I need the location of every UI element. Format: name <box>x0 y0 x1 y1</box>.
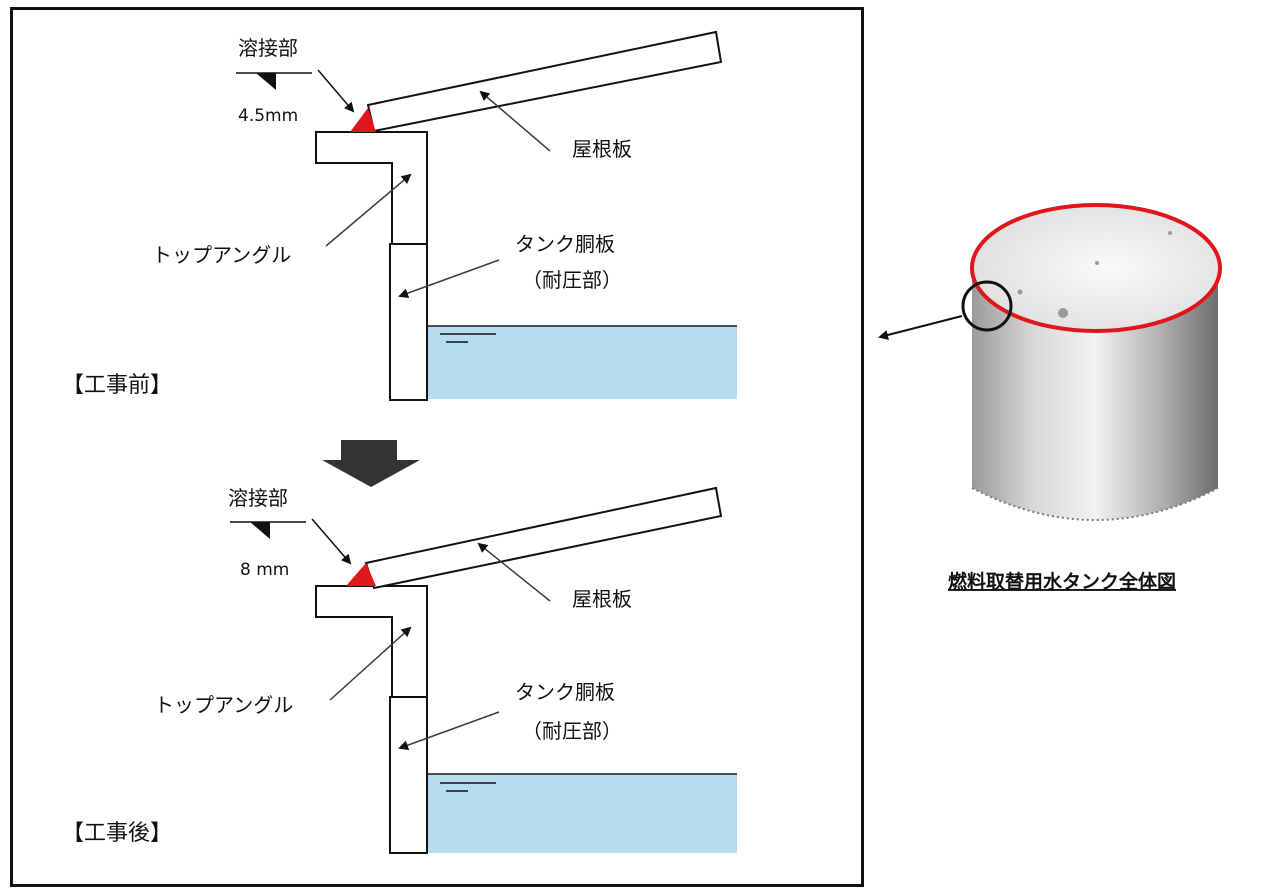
tank-roof-highlight <box>970 203 1222 333</box>
top-angle <box>315 131 428 245</box>
shell-arrow <box>398 711 500 750</box>
weld-size-label: 8 mm <box>240 560 289 580</box>
roof-nozzle <box>1095 261 1099 265</box>
roof-label: 屋根板 <box>572 137 632 161</box>
tank-roof <box>972 205 1220 331</box>
weld-label: 溶接部 <box>228 486 288 510</box>
weld-arrow <box>311 518 352 565</box>
shell-label: タンク胴板 <box>515 680 615 704</box>
before-diagram: 溶接部 4.5mm 屋根板 トップアングル タンク胴板 （耐圧部） 【工事前】 <box>62 30 737 401</box>
detail-location-circle <box>961 280 1013 332</box>
shell-sub-label: （耐圧部） <box>522 719 622 743</box>
roof-arrow <box>477 542 551 602</box>
water-fill <box>427 775 737 853</box>
tank-shell-plate <box>389 243 428 401</box>
top-angle <box>315 585 428 698</box>
angle-arrow <box>329 626 412 701</box>
diagram-frame <box>10 7 864 887</box>
angle-label: トップアングル <box>152 243 291 267</box>
tank-overview: 燃料取替用水タンク全体図 <box>878 203 1222 593</box>
angle-label: トップアングル <box>154 693 293 717</box>
tank-caption: 燃料取替用水タンク全体図 <box>948 570 1176 593</box>
weld-size-label: 4.5mm <box>238 106 298 126</box>
roof-plate <box>366 30 723 133</box>
weld-bead <box>350 108 376 132</box>
angle-arrow <box>325 173 412 247</box>
roof-nozzle <box>1168 231 1172 235</box>
transition-arrow <box>322 440 420 487</box>
section-title-after: 【工事後】 <box>62 821 172 846</box>
shell-arrow <box>398 259 500 298</box>
after-diagram: 溶接部 8 mm 屋根板 トップアングル タンク胴板 （耐圧部） 【工事後】 <box>62 486 737 854</box>
roof-nozzle <box>1058 308 1068 318</box>
tank-cylinder-body <box>972 268 1218 520</box>
tank-shell-plate <box>389 696 428 854</box>
weld-bead <box>346 563 376 586</box>
roof-arrow <box>479 90 551 152</box>
weld-label: 溶接部 <box>238 36 298 60</box>
roof-plate <box>364 486 723 590</box>
roof-nozzle <box>1017 289 1023 295</box>
detail-pointer-arrow <box>878 315 963 340</box>
weld-arrow <box>317 69 355 113</box>
shell-sub-label: （耐圧部） <box>522 268 622 292</box>
water-fill <box>427 327 737 399</box>
roof-label: 屋根板 <box>572 587 632 611</box>
weld-symbol <box>250 522 270 539</box>
weld-symbol <box>256 73 276 90</box>
shell-label: タンク胴板 <box>515 232 615 256</box>
section-title-before: 【工事前】 <box>62 373 172 398</box>
